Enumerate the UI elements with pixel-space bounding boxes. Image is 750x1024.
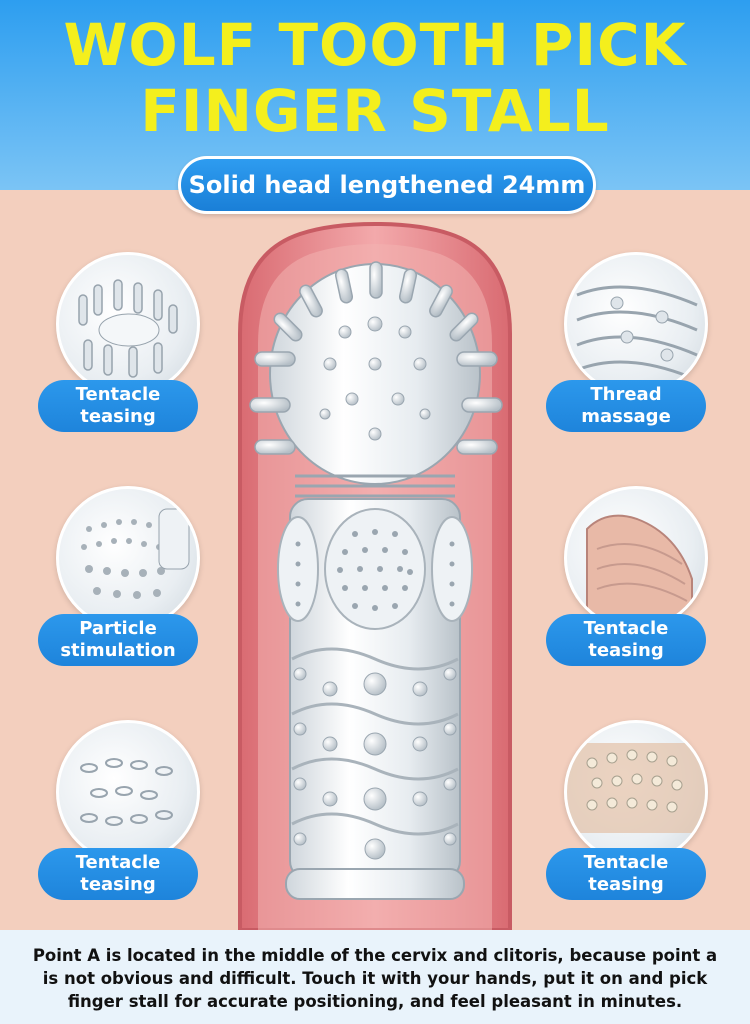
page-title: WOLF TOOTH PICK FINGER STALL: [0, 12, 750, 144]
feature-left-3: Tentacle teasing: [38, 720, 208, 900]
wavy-ridges-closeup-icon: [564, 486, 708, 630]
feature-right-3: Tentacle teasing: [546, 720, 716, 900]
title-line-2: FINGER STALL: [140, 77, 610, 145]
ribbed-thread-closeup-icon: [564, 252, 708, 396]
feature-label: Tentacle teasing: [38, 380, 198, 432]
title-line-1: WOLF TOOTH PICK: [63, 11, 687, 79]
nubbed-sleeve-closeup-icon: [564, 720, 708, 864]
product-sleeve: [249, 261, 503, 900]
subtitle-badge: Solid head lengthened 24mm: [178, 156, 596, 214]
clear-nubs-closeup-icon: [56, 720, 200, 864]
feature-left-2: Particle stimulation: [38, 486, 208, 666]
feature-label: Tentacle teasing: [38, 848, 198, 900]
description-text: Point A is located in the middle of the …: [0, 930, 750, 1024]
feature-label: Particle stimulation: [38, 614, 198, 666]
dotted-texture-closeup-icon: [56, 486, 200, 630]
feature-label: Tentacle teasing: [546, 848, 706, 900]
feature-label: Tentacle teasing: [546, 614, 706, 666]
feature-label: Thread massage: [546, 380, 706, 432]
center-illustration: [238, 221, 512, 930]
feature-left-1: Tentacle teasing: [38, 252, 208, 432]
feature-right-1: Thread massage: [546, 252, 716, 432]
feature-right-2: Tentacle teasing: [546, 486, 716, 666]
spiked-tip-closeup-icon: [56, 252, 200, 396]
